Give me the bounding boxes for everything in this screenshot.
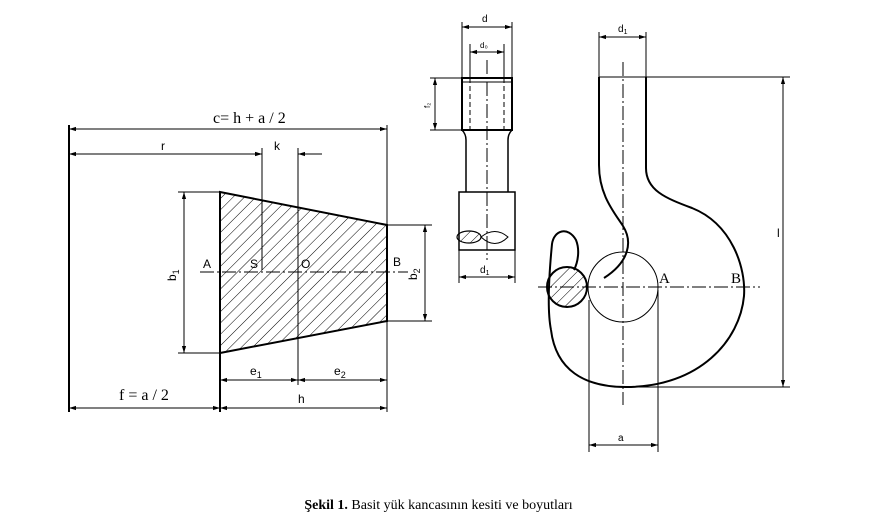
point-a-label: A bbox=[203, 257, 211, 271]
figure-caption: Şekil 1. Basit yük kancasının kesiti ve … bbox=[0, 498, 877, 514]
point-s-label: S bbox=[250, 257, 258, 271]
f-dimension-label: f = a / 2 bbox=[119, 387, 169, 404]
hook-labels: d1 l A B a bbox=[618, 24, 780, 444]
point-o-label: O bbox=[301, 257, 310, 271]
section-labels: c= h + a / 2 r k b1 b2 A S O B e1 e2 f =… bbox=[119, 110, 422, 406]
shank-curve bbox=[480, 231, 509, 244]
hook-a-label: a bbox=[618, 433, 624, 444]
shank-neck bbox=[461, 129, 513, 192]
hook-diagram bbox=[538, 32, 790, 452]
h-dimension-label: h bbox=[298, 392, 305, 406]
section-diagram bbox=[68, 125, 432, 412]
hook-point-a-label: A bbox=[659, 271, 670, 287]
hook-point-b-label: B bbox=[731, 271, 741, 287]
shank-labels: d d₀ f₂ d1 bbox=[423, 14, 490, 277]
b1-dimension-label: b1 bbox=[165, 269, 181, 281]
e2-dimension-label: e2 bbox=[334, 364, 346, 380]
hook-l-label: l bbox=[777, 226, 780, 240]
shank-hatched-section bbox=[456, 230, 482, 244]
caption-text: Basit yük kancasının kesiti ve boyutları bbox=[347, 498, 573, 513]
hook-inner-outline bbox=[598, 77, 630, 279]
hook-d1-label: d1 bbox=[618, 24, 628, 36]
shank-d0-label: d₀ bbox=[480, 41, 488, 50]
point-b-label: B bbox=[393, 255, 401, 269]
shank-diagram bbox=[430, 22, 516, 283]
c-dimension-label: c= h + a / 2 bbox=[213, 110, 286, 127]
k-dimension-label: k bbox=[274, 139, 281, 153]
hook-outer-outline bbox=[550, 77, 746, 389]
e1-dimension-label: e1 bbox=[250, 364, 262, 380]
shank-fz-label: f₂ bbox=[423, 103, 432, 108]
shank-d1-label: d1 bbox=[480, 265, 490, 277]
shank-d-label: d bbox=[482, 14, 488, 25]
r-dimension-label: r bbox=[161, 139, 165, 153]
b2-dimension-label: b2 bbox=[406, 268, 422, 280]
caption-label: Şekil 1. bbox=[304, 498, 348, 513]
